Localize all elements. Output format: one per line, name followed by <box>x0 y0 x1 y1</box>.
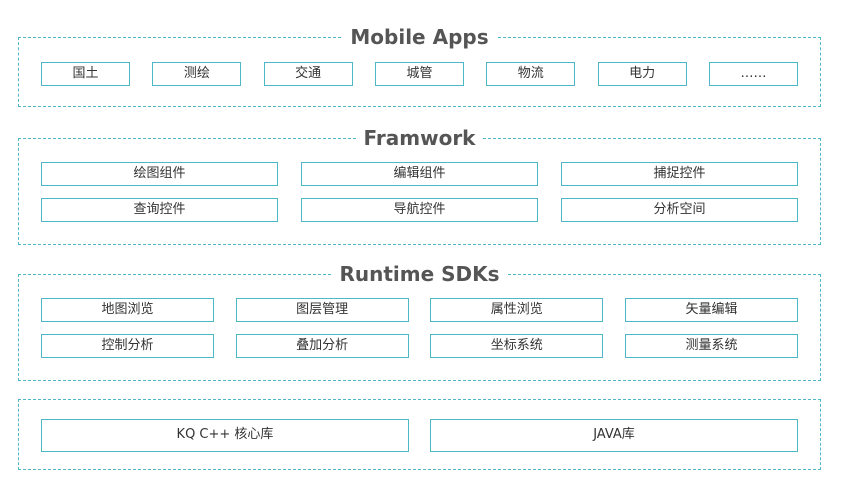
app-box-power: 电力 <box>597 62 687 86</box>
core-box-cpp-library: KQ C++ 核心库 <box>41 419 409 452</box>
sdk-box-layer-management: 图层管理 <box>235 298 409 322</box>
core-libraries-row: KQ C++ 核心库 JAVA库 <box>41 419 798 452</box>
sdk-box-control-analysis: 控制分析 <box>41 334 214 358</box>
runtime-sdks-layer: Runtime SDKs 地图浏览 图层管理 属性浏览 矢量编辑 控制分析 叠加… <box>18 261 821 381</box>
core-libraries-layer: KQ C++ 核心库 JAVA库 <box>18 399 821 470</box>
sdk-box-attribute-browse: 属性浏览 <box>430 298 604 322</box>
mobile-apps-title: Mobile Apps <box>343 24 496 50</box>
mobile-apps-row: 国土 测绘 交通 城管 物流 电力 …… <box>41 62 798 86</box>
app-box-urban-management: 城管 <box>374 62 464 86</box>
app-box-more: …… <box>708 62 798 86</box>
runtime-sdks-row-1: 地图浏览 图层管理 属性浏览 矢量编辑 <box>41 298 798 322</box>
framework-layer: Framwork 绘图组件 编辑组件 捕捉控件 查询控件 导航控件 分析空间 <box>18 125 821 245</box>
app-box-surveying: 测绘 <box>152 62 242 86</box>
sdk-box-vector-editing: 矢量编辑 <box>624 298 798 322</box>
framework-box-spatial-analysis: 分析空间 <box>561 198 798 222</box>
runtime-sdks-title: Runtime SDKs <box>332 261 507 287</box>
framework-box-drawing-component: 绘图组件 <box>41 162 278 186</box>
sdk-box-measurement-system: 测量系统 <box>624 334 798 358</box>
sdk-box-coordinate-system: 坐标系统 <box>430 334 604 358</box>
framework-box-navigation-control: 导航控件 <box>301 198 538 222</box>
app-box-land: 国土 <box>41 62 130 86</box>
framework-row-2: 查询控件 导航控件 分析空间 <box>41 198 798 222</box>
framework-box-snap-control: 捕捉控件 <box>561 162 798 186</box>
framework-box-query-control: 查询控件 <box>41 198 278 222</box>
mobile-apps-layer: Mobile Apps 国土 测绘 交通 城管 物流 电力 …… <box>18 24 821 107</box>
sdk-box-overlay-analysis: 叠加分析 <box>235 334 409 358</box>
app-box-logistics: 物流 <box>486 62 576 86</box>
framework-title: Framwork <box>356 125 483 151</box>
runtime-sdks-row-2: 控制分析 叠加分析 坐标系统 测量系统 <box>41 334 798 358</box>
sdk-box-map-browse: 地图浏览 <box>41 298 214 322</box>
core-box-java-library: JAVA库 <box>430 419 798 452</box>
framework-row-1: 绘图组件 编辑组件 捕捉控件 <box>41 162 798 186</box>
app-box-transport: 交通 <box>263 62 353 86</box>
framework-box-editing-component: 编辑组件 <box>301 162 538 186</box>
